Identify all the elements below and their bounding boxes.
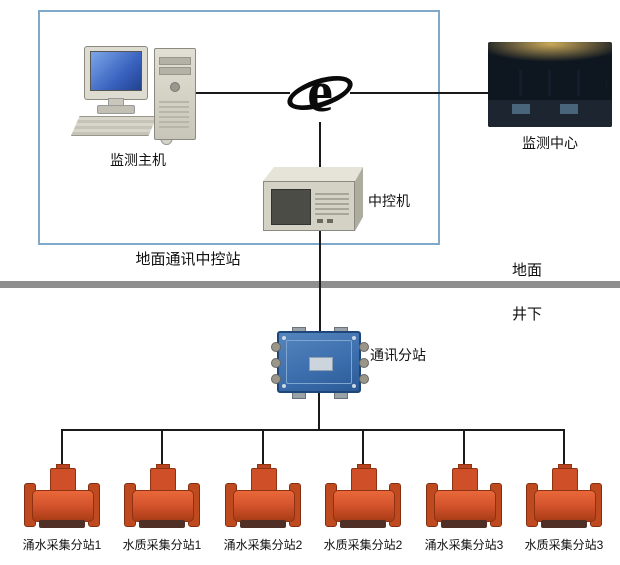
connector-substation-bus-line (318, 392, 320, 431)
surface-station-label: 地面通讯中控站 (135, 251, 241, 268)
substation-box-icon (277, 331, 361, 393)
screw-icon (282, 384, 286, 388)
device-label-2: 水质采集分站1 (122, 538, 202, 552)
zone-underground-label: 井下 (512, 306, 543, 323)
cable-gland-icon (271, 374, 281, 384)
drop-line-4 (362, 429, 364, 474)
drop-line-5 (463, 429, 465, 474)
device-base-icon (441, 520, 487, 528)
connector-internet-controller-line (319, 92, 321, 169)
zone-surface-label: 地面 (512, 262, 543, 279)
device-body-icon (32, 490, 94, 522)
device-label-3: 涌水采集分站2 (223, 538, 303, 552)
device-body-icon (434, 490, 496, 522)
server-led-icon (327, 219, 333, 223)
substation-label: 通讯分站 (370, 347, 426, 363)
console-screen-icon (512, 104, 530, 114)
surface-station-box (38, 10, 440, 245)
device-label-5: 涌水采集分站3 (424, 538, 504, 552)
pc-tower-drive-bay-icon (159, 67, 191, 75)
device-icon-4 (325, 464, 401, 532)
device-body-icon (132, 490, 194, 522)
screw-icon (352, 384, 356, 388)
server-vents-icon (315, 191, 349, 215)
host-label: 监测主机 (110, 152, 166, 168)
substation-nameplate (309, 357, 333, 371)
cable-gland-icon (271, 358, 281, 368)
server-panel-icon (271, 189, 311, 225)
surface-divider (0, 281, 620, 288)
device-base-icon (541, 520, 587, 528)
monitor-base-icon (97, 105, 135, 114)
device-base-icon (139, 520, 185, 528)
server-led-icon (317, 219, 323, 223)
device-icon-6 (526, 464, 602, 532)
console-screen-icon (560, 104, 578, 114)
drop-line-6 (563, 429, 565, 474)
video-wall-icon (493, 70, 607, 96)
connector-controller-substation-line (319, 231, 321, 332)
device-body-icon (534, 490, 596, 522)
device-body-icon (233, 490, 295, 522)
device-label-6: 水质采集分站3 (524, 538, 604, 552)
ceiling-light-icon (488, 42, 612, 62)
device-body-icon (333, 490, 395, 522)
drop-line-3 (262, 429, 264, 474)
device-icon-1 (24, 464, 100, 532)
device-base-icon (240, 520, 286, 528)
device-label-4: 水质采集分站2 (323, 538, 403, 552)
device-label-1: 涌水采集分站1 (22, 538, 102, 552)
drop-line-1 (61, 429, 63, 474)
cable-gland-icon (271, 342, 281, 352)
device-base-icon (340, 520, 386, 528)
server-side-face (355, 167, 363, 231)
monitor-screen-icon (90, 51, 142, 91)
device-icon-5 (426, 464, 502, 532)
pc-tower-button-icon (170, 82, 180, 92)
drop-line-2 (161, 429, 163, 474)
internet-e-glyph: e (307, 59, 333, 124)
pc-tower-vents-icon (159, 100, 189, 128)
cable-gland-icon (359, 374, 369, 384)
keyboard-icon (71, 116, 157, 136)
device-base-icon (39, 520, 85, 528)
monitoring-center-photo (488, 42, 612, 127)
console-desk-icon (488, 100, 612, 127)
pc-tower-drive-bay-icon (159, 57, 191, 65)
screw-icon (282, 336, 286, 340)
device-icon-2 (124, 464, 200, 532)
center-label: 监测中心 (522, 135, 578, 151)
rack-server-icon (263, 167, 363, 231)
internet-e-icon: e (283, 59, 357, 124)
device-icon-3 (225, 464, 301, 532)
server-top-face (263, 167, 363, 181)
screw-icon (352, 336, 356, 340)
controller-label: 中控机 (368, 193, 410, 209)
cable-gland-icon (359, 342, 369, 352)
bus-line (62, 429, 565, 431)
cable-gland-icon (359, 358, 369, 368)
substation-panel (286, 340, 352, 384)
